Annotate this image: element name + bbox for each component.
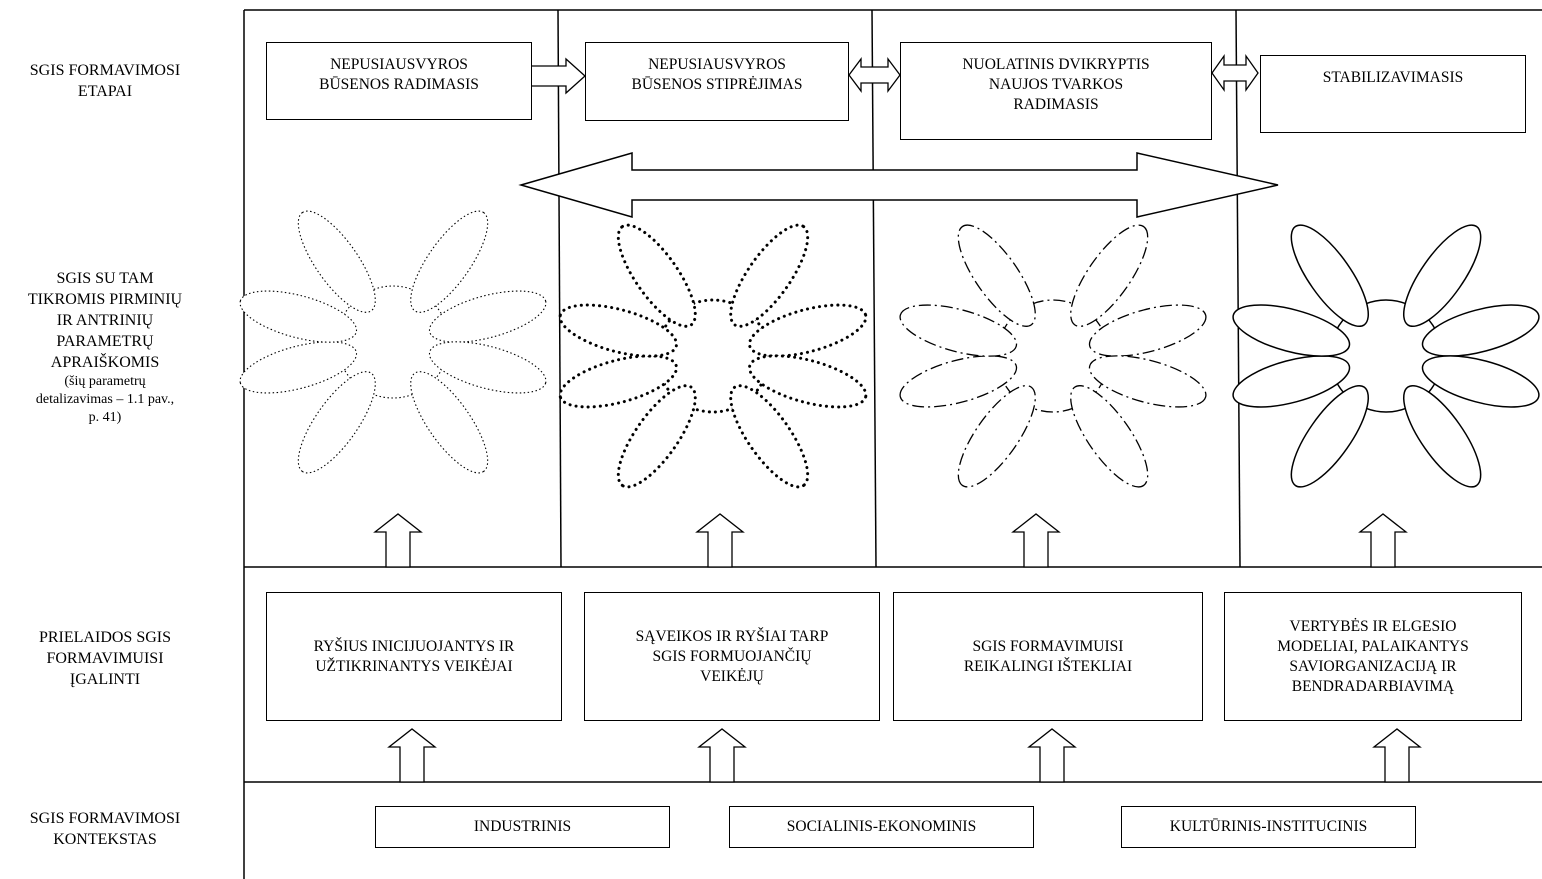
up-arrow: [1372, 728, 1422, 783]
row-label-stages: SGIS FORMAVIMOSI ETAPAI: [29, 62, 181, 100]
flowers: [239, 210, 1540, 489]
flower-petal: [1290, 224, 1370, 328]
up-arrow: [373, 513, 423, 568]
context-label: INDUSTRINIS: [473, 818, 572, 835]
flower-petal: [747, 303, 868, 358]
context-box: INDUSTRINIS: [375, 806, 670, 848]
flower-petal: [729, 384, 810, 489]
flower-petal: [899, 304, 1018, 357]
flower-cluster: [1232, 224, 1540, 488]
flower-petal: [239, 290, 358, 343]
up-arrow: [697, 728, 747, 783]
flower-petal: [1088, 304, 1207, 357]
row-label-manifestations: SGIS SU TAM TIKROMIS PIRMINIŲ IR ANTRINI…: [0, 268, 210, 427]
flower-petal: [558, 354, 679, 409]
up-arrows-upper: [373, 513, 1408, 568]
flower-petal: [729, 223, 810, 328]
flower-petal: [558, 303, 679, 358]
up-arrow: [1011, 513, 1061, 568]
flower-petal: [1402, 224, 1482, 328]
double-arrow: [1211, 53, 1259, 93]
prerequisite-label: RYŠIUS INICIJUOJANTYS IR UŽTIKRINANTYS V…: [313, 637, 515, 675]
flower-cluster: [558, 223, 868, 489]
flower-petal: [1290, 384, 1370, 488]
stage-box: STABILIZAVIMASIS: [1260, 55, 1526, 133]
flower-petal: [410, 210, 489, 313]
flower-petal: [297, 371, 376, 474]
row-label-context: SGIS FORMAVIMOSI KONTEKSTAS: [29, 810, 181, 848]
flower-petal: [428, 341, 547, 394]
context-box: KULTŪRINIS-INSTITUCINIS: [1121, 806, 1416, 848]
context-box: SOCIALINIS-EKONOMINIS: [729, 806, 1034, 848]
flower-petal: [428, 290, 547, 343]
flower-petal: [1421, 355, 1540, 408]
prerequisite-label: SĄVEIKOS IR RYŠIAI TARP SGIS FORMUOJANČI…: [635, 627, 829, 685]
flower-petal: [616, 384, 697, 489]
up-arrow: [1027, 728, 1077, 783]
flower-petal: [1070, 385, 1149, 488]
flower-petal: [616, 223, 697, 328]
row-label-manifestations-text: SGIS SU TAM TIKROMIS PIRMINIŲ IR ANTRINI…: [27, 270, 183, 371]
up-arrows-lower: [387, 728, 1422, 783]
right-arrow: [530, 57, 586, 95]
flower-petal: [1402, 384, 1482, 488]
up-arrow: [695, 513, 745, 568]
flower-petal: [957, 385, 1036, 488]
context-label: SOCIALINIS-EKONOMINIS: [786, 818, 977, 835]
row-label-manifestations-note: (šių parametrų detalizavimas – 1.1 pav.,…: [35, 374, 175, 425]
stage-label: STABILIZAVIMASIS: [1322, 69, 1464, 86]
flower-petal: [957, 224, 1036, 327]
flower-petal: [410, 371, 489, 474]
flower-petal: [239, 341, 358, 394]
context-label: KULTŪRINIS-INSTITUCINIS: [1169, 818, 1368, 835]
flower-petal: [1421, 304, 1540, 357]
prerequisite-label: VERTYBĖS IR ELGESIO MODELIAI, PALAIKANTY…: [1277, 617, 1469, 695]
prerequisite-box: SGIS FORMAVIMUISI REIKALINGI IŠTEKLIAI: [893, 592, 1203, 721]
prerequisite-label: SGIS FORMAVIMUISI REIKALINGI IŠTEKLIAI: [963, 637, 1133, 675]
flower-petal: [747, 354, 868, 409]
up-arrow: [387, 728, 437, 783]
stage-box: NEPUSIAUSVYROS BŪSENOS STIPRĖJIMAS: [585, 42, 849, 121]
stage-box: NUOLATINIS DVIKRYPTIS NAUJOS TVARKOS RAD…: [900, 42, 1212, 140]
stage-label: NEPUSIAUSVYROS BŪSENOS RADIMASIS: [319, 56, 479, 93]
prerequisite-box: SĄVEIKOS IR RYŠIAI TARP SGIS FORMUOJANČI…: [584, 592, 880, 721]
up-arrow: [1358, 513, 1408, 568]
flower-petal: [1088, 355, 1207, 408]
flower-petal: [1232, 304, 1351, 357]
prerequisite-box: VERTYBĖS IR ELGESIO MODELIAI, PALAIKANTY…: [1224, 592, 1522, 721]
stage-label: NUOLATINIS DVIKRYPTIS NAUJOS TVARKOS RAD…: [962, 56, 1150, 113]
flower-cluster: [899, 224, 1207, 488]
prerequisite-box: RYŠIUS INICIJUOJANTYS IR UŽTIKRINANTYS V…: [266, 592, 562, 721]
flower-petal: [1232, 355, 1351, 408]
stage-label: NEPUSIAUSVYROS BŪSENOS STIPRĖJIMAS: [631, 56, 803, 93]
flower-petal: [899, 355, 1018, 408]
large-double-arrow: [518, 152, 1279, 218]
flower-petal: [1070, 224, 1149, 327]
stage-box: NEPUSIAUSVYROS BŪSENOS RADIMASIS: [266, 42, 532, 120]
frame: [243, 9, 1542, 879]
double-arrow: [848, 57, 901, 93]
flower-petal: [297, 210, 376, 313]
flower-cluster: [239, 210, 547, 474]
row-label-prerequisites: PRIELAIDOS SGIS FORMAVIMUISI ĮGALINTI: [38, 629, 171, 688]
